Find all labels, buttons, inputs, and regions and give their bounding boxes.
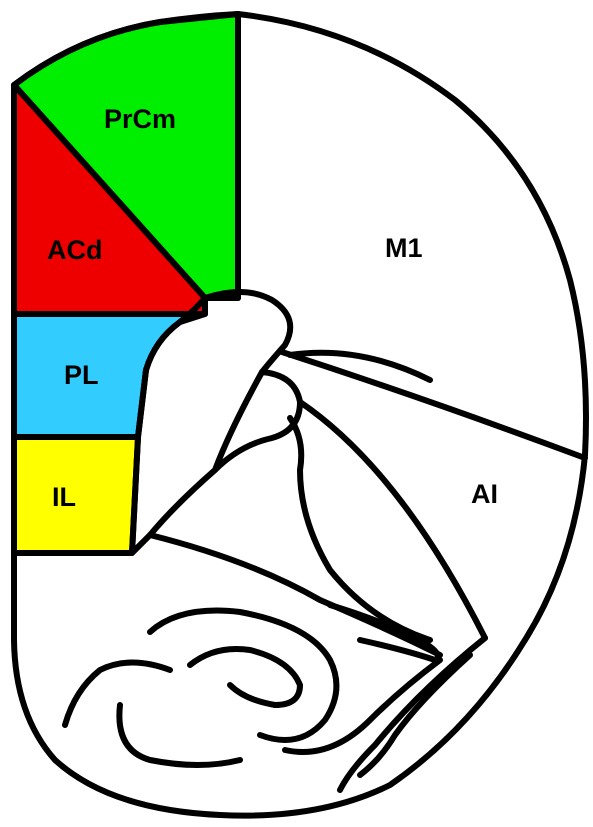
capsule-boundary-3 <box>150 535 440 655</box>
hippocampus-curl-inner <box>190 649 300 705</box>
label-ai: AI <box>471 479 498 509</box>
region-pl <box>14 314 205 437</box>
label-pl: PL <box>64 360 99 390</box>
label-il: IL <box>52 482 76 512</box>
striatum-boundary <box>215 372 262 470</box>
hippocampus-hook <box>119 705 240 765</box>
m1-ai-boundary <box>282 352 585 458</box>
label-m1: M1 <box>385 233 423 263</box>
region-il <box>14 437 138 553</box>
label-acd: ACd <box>47 235 103 265</box>
hippocampus-curl-outer <box>150 611 336 740</box>
label-prcm: PrCm <box>104 104 176 134</box>
